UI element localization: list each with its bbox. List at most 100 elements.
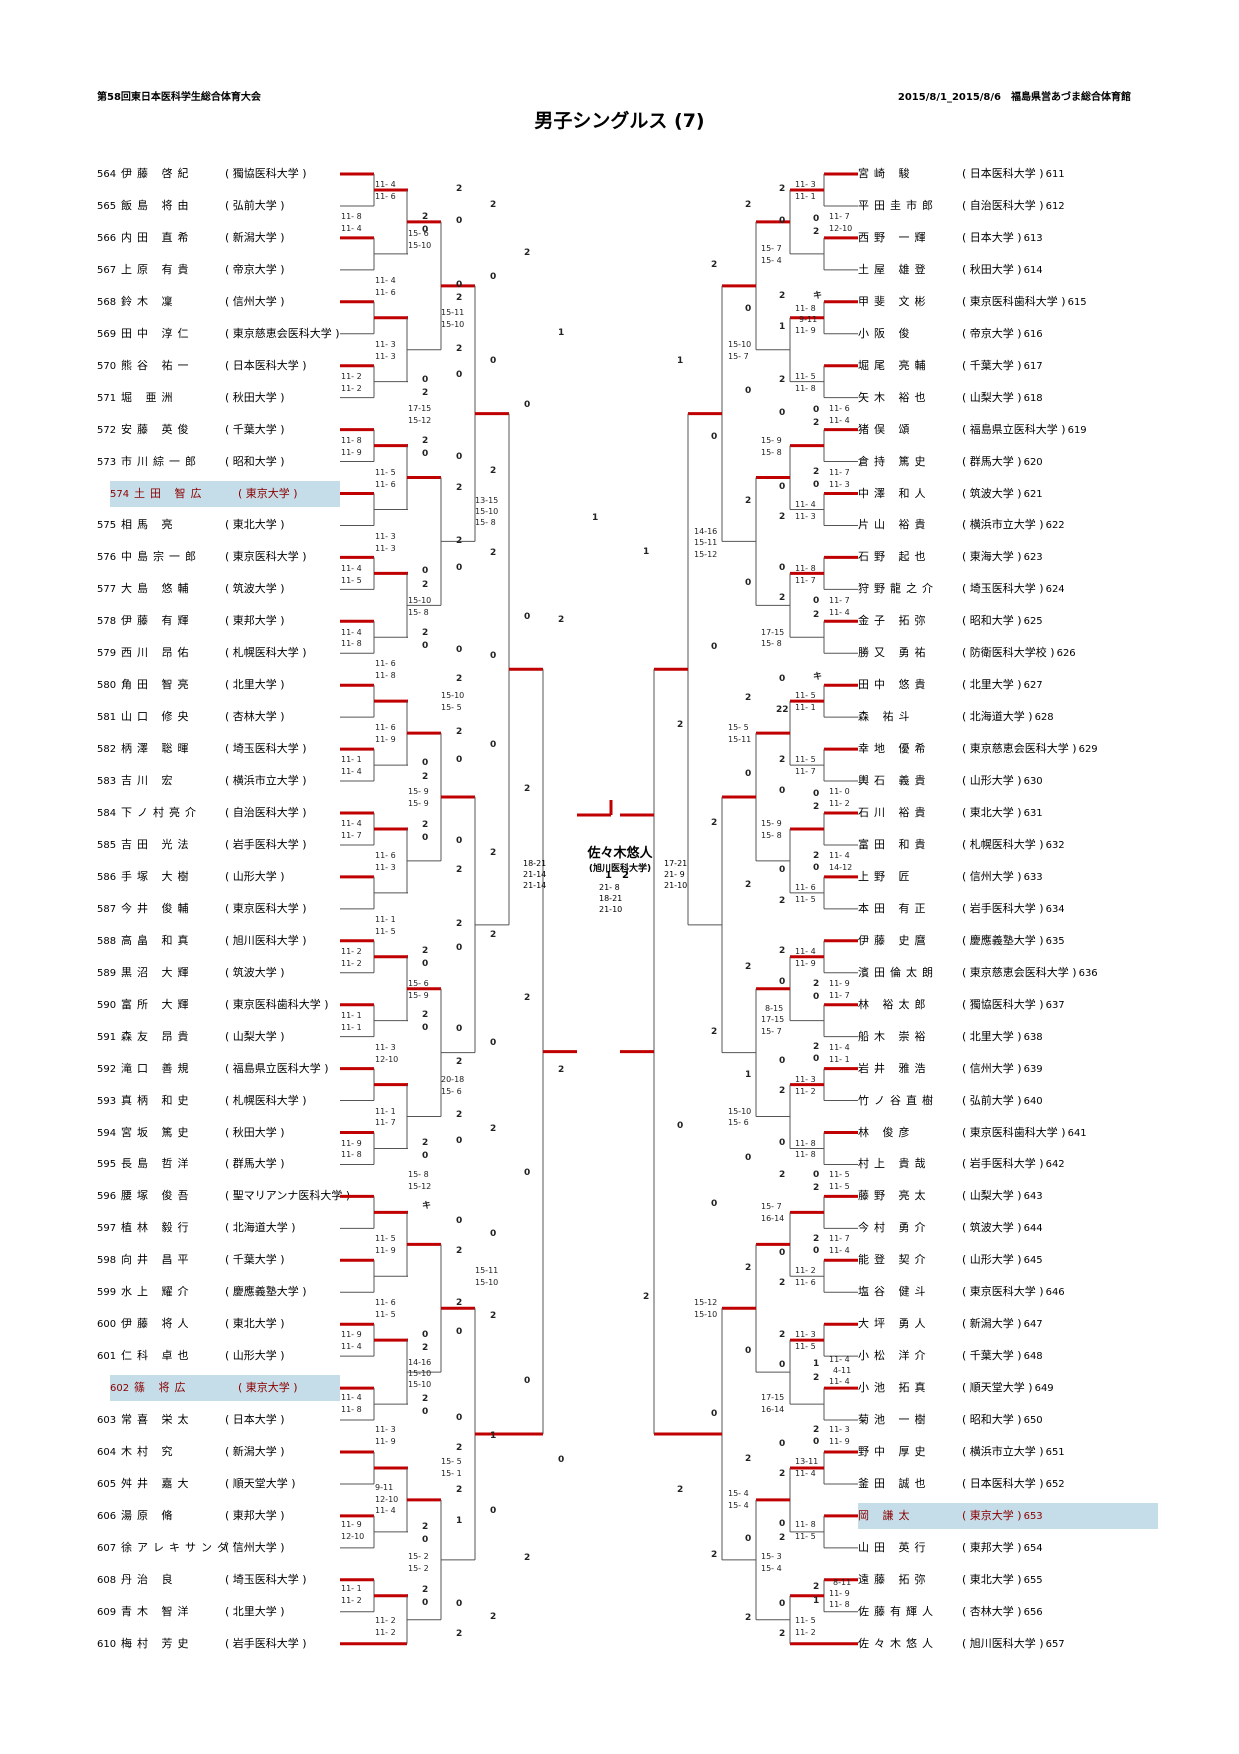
- player-number: 588: [97, 935, 117, 947]
- game-score: 16-14: [761, 1214, 784, 1223]
- game-score: 15-11: [441, 308, 464, 317]
- player-university: ( 横浜市立大学 ): [225, 774, 307, 788]
- player-number: 568: [97, 296, 117, 308]
- set-count: 0: [558, 1455, 564, 1465]
- set-count: 0: [456, 216, 462, 226]
- player-number: 650: [1023, 1415, 1043, 1427]
- player-entry: 狩野龍之介( 埼玉医科大学 )624: [858, 576, 1158, 602]
- set-count: 1: [813, 1596, 819, 1606]
- game-score: 11- 5: [829, 1182, 850, 1191]
- player-name: 上原 有貴: [121, 262, 194, 276]
- player-university: ( 東京慈恵会医科大学 ): [225, 326, 340, 340]
- game-score: 15- 6: [441, 1087, 462, 1096]
- set-count: 0: [813, 1054, 819, 1064]
- player-university: ( 東京大学 ): [962, 1508, 1022, 1522]
- player-university: ( 筑波大学 ): [962, 1221, 1022, 1235]
- player-name: 真柄 和史: [121, 1093, 194, 1107]
- player-name: 中島宗一郎: [121, 550, 201, 564]
- game-score: 15-10: [408, 1369, 431, 1378]
- set-count: 2: [422, 1585, 428, 1595]
- game-score: 11- 3: [375, 340, 396, 349]
- game-score: 15-10: [408, 1380, 431, 1389]
- set-count: 0: [456, 1024, 462, 1034]
- set-count: 2: [490, 548, 496, 558]
- player-university: ( 信州大学 ): [962, 869, 1022, 883]
- player-name: 丹治 良: [121, 1572, 178, 1586]
- game-score: 9-11: [375, 1483, 393, 1492]
- set-count: 2: [779, 1330, 785, 1340]
- player-number: 652: [1045, 1478, 1065, 1490]
- player-entry: 釜田 誠也( 日本医科大学 )652: [858, 1471, 1158, 1497]
- player-number: 613: [1023, 232, 1043, 244]
- set-count: 2: [779, 291, 785, 301]
- player-university: ( 東京医科大学 ): [225, 901, 307, 915]
- player-name: 木村 究: [121, 1445, 178, 1458]
- player-number: 633: [1023, 871, 1043, 883]
- player-number: 610: [97, 1638, 117, 1650]
- player-university: ( 自治医科大学 ): [225, 806, 307, 819]
- player-university: ( 山形大学 ): [225, 1349, 285, 1363]
- set-count: 22: [776, 705, 789, 715]
- game-score: 11- 4: [341, 767, 362, 776]
- game-score: 13-15: [475, 496, 498, 505]
- game-score: 11- 1: [341, 1023, 362, 1032]
- player-number: 599: [97, 1287, 117, 1299]
- player-name: 伊藤 啓紀: [121, 167, 194, 180]
- game-score: 11- 4: [341, 628, 362, 637]
- set-count: 2: [422, 628, 428, 638]
- player-entry: 勝又 勇祐( 防衛医科大学校 )626: [858, 640, 1158, 666]
- player-number: 644: [1023, 1223, 1043, 1235]
- player-name: 手塚 大樹: [121, 869, 194, 883]
- player-university: ( 東京慈恵会医科大学 ): [962, 742, 1077, 756]
- set-count: 0: [711, 1409, 717, 1419]
- set-count: 2: [422, 1138, 428, 1148]
- player-university: ( 日本医科大学 ): [225, 358, 307, 372]
- player-university: ( 筑波大学 ): [962, 486, 1022, 500]
- player-name: 林 裕太郎: [858, 997, 931, 1011]
- player-university: ( 東京医科大学 ): [962, 1285, 1044, 1299]
- player-university: ( 東邦大学 ): [225, 614, 285, 628]
- set-count: 0: [490, 740, 496, 750]
- player-name: 下ノ村亮介: [121, 806, 201, 819]
- game-score: 11- 4: [795, 947, 816, 956]
- player-entry: 藤野 亮太( 山梨大学 )643: [858, 1183, 1158, 1209]
- set-count: 2: [490, 1612, 496, 1622]
- set-count: 0: [813, 1246, 819, 1256]
- player-university: ( 山梨大学 ): [225, 1029, 285, 1043]
- player-name: 安藤 英俊: [121, 422, 194, 436]
- player-name: 吉田 光法: [121, 837, 194, 851]
- set-count: 2: [524, 784, 530, 794]
- set-count: 2: [779, 755, 785, 765]
- game-score: 11- 6: [375, 480, 396, 489]
- game-score: 11- 7: [829, 991, 850, 1000]
- player-name: 篠 将広: [134, 1381, 191, 1395]
- set-count: 0: [422, 1535, 428, 1545]
- player-university: ( 東邦大学 ): [225, 1508, 285, 1522]
- player-entry: 森 祐斗( 北海道大学 )628: [858, 704, 1158, 730]
- player-university: ( 杏林大学 ): [225, 710, 285, 724]
- set-count: 0: [456, 645, 462, 655]
- set-count: 0: [813, 992, 819, 1002]
- game-score: 12-10: [341, 1532, 364, 1541]
- player-name: 伊藤 有輝: [121, 614, 194, 628]
- game-score: 11- 5: [795, 1616, 816, 1625]
- player-name: 舛井 嘉大: [121, 1476, 194, 1490]
- set-count: 2: [524, 1553, 530, 1563]
- player-name: 石野 起也: [858, 550, 931, 564]
- set-count: 0: [490, 651, 496, 661]
- final-score: 17-21: [664, 859, 687, 868]
- game-score: 15- 5: [441, 1457, 462, 1466]
- player-name: 石川 裕貴: [858, 806, 931, 819]
- game-score: 20-18: [441, 1075, 464, 1084]
- set-count: 0: [456, 943, 462, 953]
- game-score: 11- 4: [829, 416, 850, 425]
